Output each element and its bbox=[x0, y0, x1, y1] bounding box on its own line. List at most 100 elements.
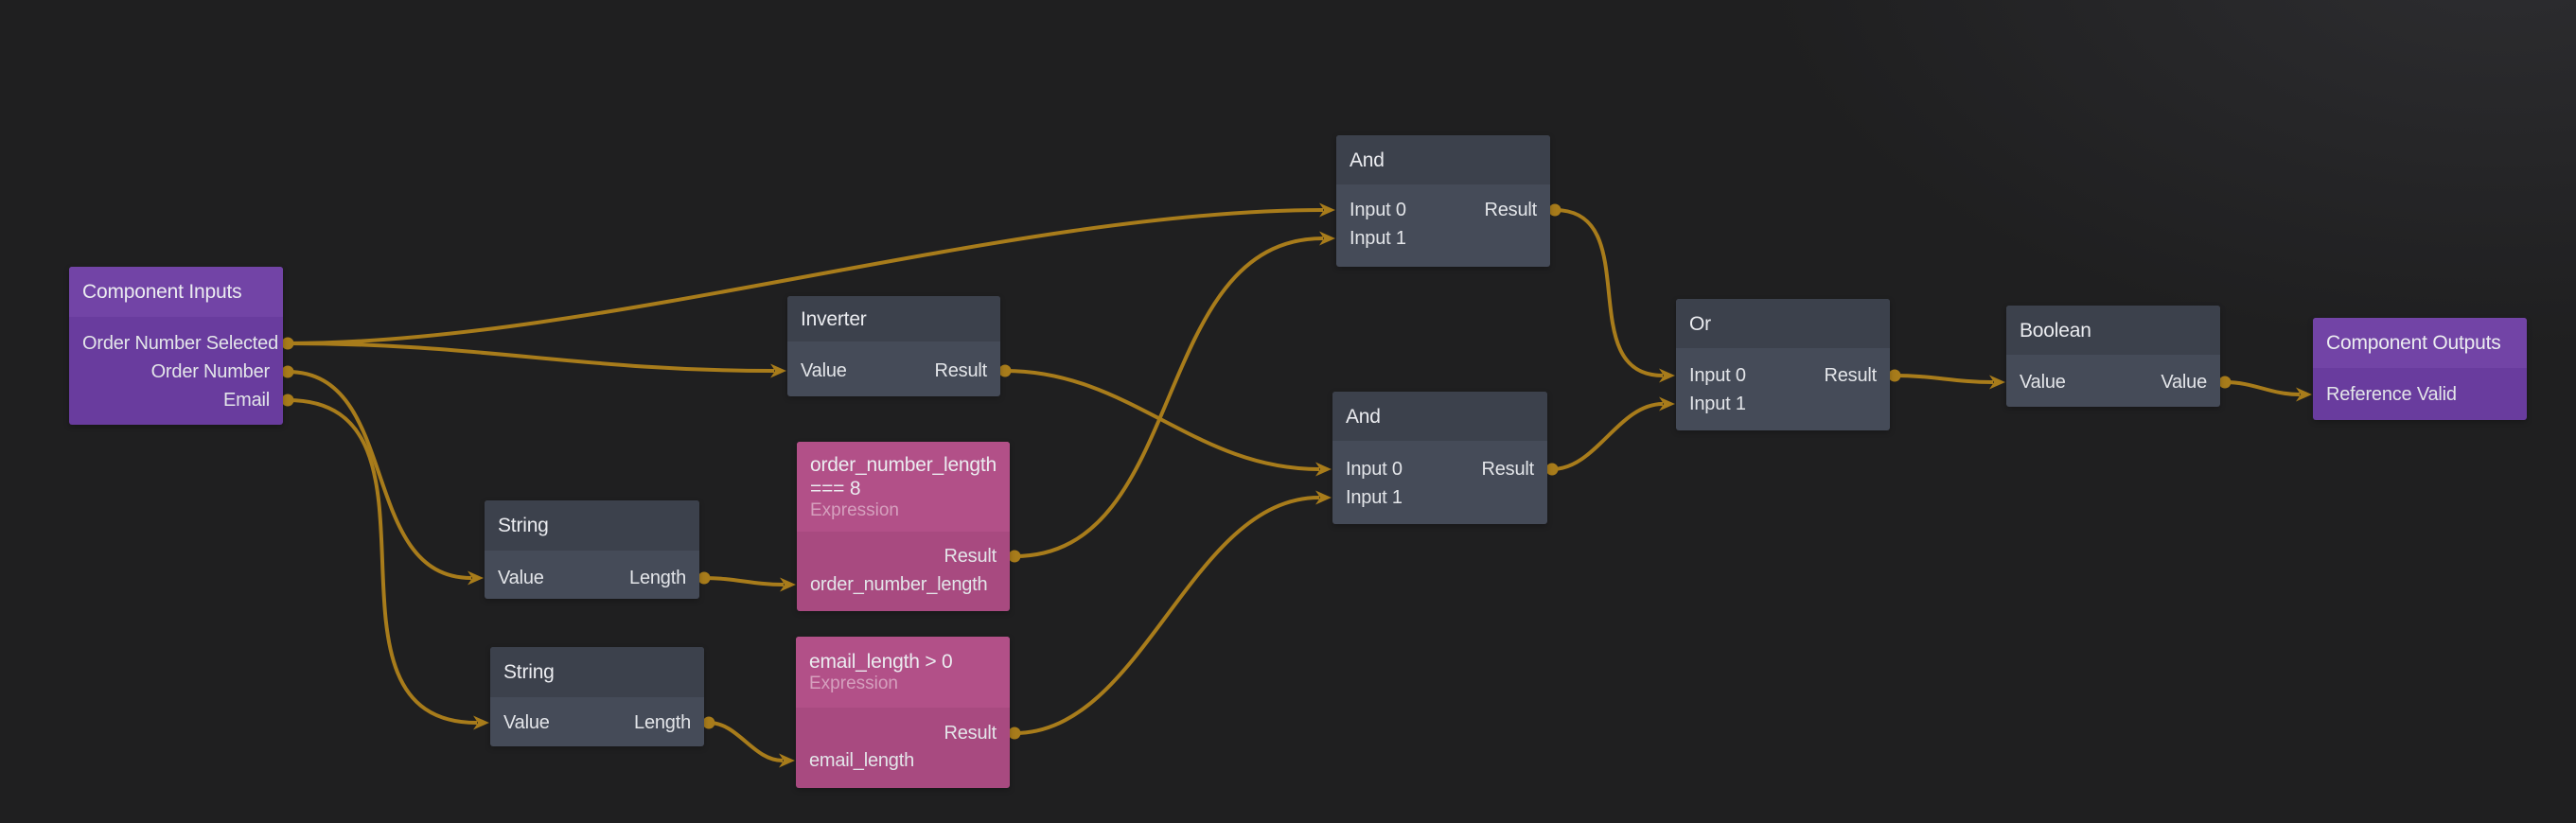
input-port-label: Input 0 bbox=[1350, 200, 1406, 220]
node-header[interactable]: String bbox=[490, 647, 704, 697]
port-row: Email bbox=[82, 389, 270, 412]
output-port-dot[interactable] bbox=[702, 716, 715, 729]
node-header[interactable]: And bbox=[1336, 135, 1550, 184]
output-port-dot[interactable] bbox=[697, 571, 711, 585]
node-header[interactable]: Inverter bbox=[787, 296, 1000, 341]
wire-component-inputs-to-inverter[interactable] bbox=[287, 341, 775, 373]
port-row: Input 1 bbox=[1689, 393, 1877, 415]
output-port-dot[interactable] bbox=[1008, 727, 1021, 740]
wire-and-top-to-or[interactable] bbox=[1554, 208, 1664, 377]
port-row: Input 0 Result bbox=[1689, 364, 1877, 387]
input-port-label: Value bbox=[503, 712, 550, 733]
wire-string-top-to-expression-order-number[interactable] bbox=[703, 576, 785, 587]
wire-component-inputs-to-string-top[interactable] bbox=[287, 370, 472, 580]
port-row: Order Number Selected bbox=[82, 332, 278, 355]
port-row: Value Value bbox=[2020, 371, 2207, 394]
output-port-dot[interactable] bbox=[1008, 550, 1021, 563]
node-title: Inverter bbox=[801, 307, 867, 330]
input-port-label: Input 0 bbox=[1346, 459, 1403, 480]
output-port-dot[interactable] bbox=[1888, 369, 1901, 382]
output-port-dot[interactable] bbox=[1545, 463, 1559, 476]
node-title: And bbox=[1350, 149, 1385, 171]
input-port-arrow-icon[interactable] bbox=[1659, 368, 1675, 383]
input-port-label: Input 1 bbox=[1689, 394, 1746, 414]
wire-or-to-boolean[interactable] bbox=[1894, 374, 1994, 384]
node-title: Or bbox=[1689, 312, 1711, 335]
wire-string-bottom-to-expression-email[interactable] bbox=[708, 721, 784, 762]
output-port-label: Length bbox=[629, 568, 686, 588]
node-header[interactable]: String bbox=[485, 500, 699, 551]
input-port-arrow-icon[interactable] bbox=[1315, 490, 1332, 505]
node-header[interactable]: Component Inputs bbox=[69, 267, 283, 317]
output-port-dot[interactable] bbox=[281, 394, 294, 407]
output-port-label: Length bbox=[634, 712, 691, 733]
node-header[interactable]: Component Outputs bbox=[2313, 318, 2527, 368]
input-port-arrow-icon[interactable] bbox=[1659, 396, 1675, 412]
input-port-arrow-icon[interactable] bbox=[1315, 462, 1332, 477]
output-port-label: Value bbox=[2161, 372, 2207, 393]
input-port-arrow-icon[interactable] bbox=[473, 715, 489, 730]
output-port-label: Order Number bbox=[150, 361, 271, 382]
output-port-dot[interactable] bbox=[2218, 376, 2232, 389]
input-port-arrow-icon[interactable] bbox=[780, 577, 796, 592]
port-row: Result bbox=[809, 722, 997, 744]
node-title: Component Outputs bbox=[2326, 332, 2501, 354]
output-port-label: Result bbox=[944, 546, 997, 567]
input-port-label: Value bbox=[2020, 372, 2066, 393]
node-header[interactable]: Boolean bbox=[2006, 306, 2220, 355]
input-port-arrow-icon[interactable] bbox=[1989, 375, 2005, 390]
output-port-label: Result bbox=[1824, 365, 1878, 386]
port-row: Order Number bbox=[82, 360, 271, 383]
port-row: Input 1 bbox=[1346, 486, 1534, 509]
port-row: order_number_length bbox=[810, 573, 997, 596]
input-port-arrow-icon[interactable] bbox=[1319, 202, 1335, 218]
wire-expression-order-number-to-and-top[interactable] bbox=[1014, 236, 1324, 558]
wire-component-inputs-to-and-top[interactable] bbox=[287, 208, 1324, 345]
input-port-arrow-icon[interactable] bbox=[2296, 387, 2312, 402]
node-header[interactable]: And bbox=[1332, 392, 1547, 441]
output-port-label: Result bbox=[934, 360, 988, 381]
output-port-dot[interactable] bbox=[281, 365, 294, 378]
output-port-label: Result bbox=[1481, 459, 1535, 480]
wire-inverter-to-and-bottom[interactable] bbox=[1004, 369, 1320, 471]
output-port-dot[interactable] bbox=[281, 337, 294, 350]
wire-expression-email-to-and-bottom[interactable] bbox=[1014, 496, 1320, 735]
wire-boolean-to-component-outputs[interactable] bbox=[2224, 380, 2301, 396]
port-row: Input 1 bbox=[1350, 227, 1537, 250]
node-title: order_number_length === 8 bbox=[810, 453, 997, 499]
output-port-dot[interactable] bbox=[998, 364, 1012, 377]
input-port-arrow-icon[interactable] bbox=[468, 570, 484, 586]
node-title: String bbox=[498, 515, 549, 536]
input-port-arrow-icon[interactable] bbox=[779, 753, 795, 768]
wire-component-inputs-to-string-bottom[interactable] bbox=[287, 398, 478, 725]
output-port-dot[interactable] bbox=[1548, 203, 1561, 217]
input-port-arrow-icon[interactable] bbox=[1319, 231, 1335, 246]
wire-and-bottom-to-or[interactable] bbox=[1551, 402, 1664, 471]
port-row: Reference Valid bbox=[2326, 383, 2514, 406]
node-title: String bbox=[503, 661, 555, 683]
output-port-label: Email bbox=[222, 390, 270, 411]
input-port-arrow-icon[interactable] bbox=[770, 363, 786, 378]
node-header[interactable]: Or bbox=[1676, 299, 1890, 348]
input-port-label: Input 1 bbox=[1346, 487, 1403, 508]
input-port-label: order_number_length bbox=[810, 574, 988, 595]
input-port-label: Input 0 bbox=[1689, 365, 1746, 386]
input-port-label: Input 1 bbox=[1350, 228, 1406, 249]
input-port-label: Reference Valid bbox=[2326, 384, 2457, 405]
